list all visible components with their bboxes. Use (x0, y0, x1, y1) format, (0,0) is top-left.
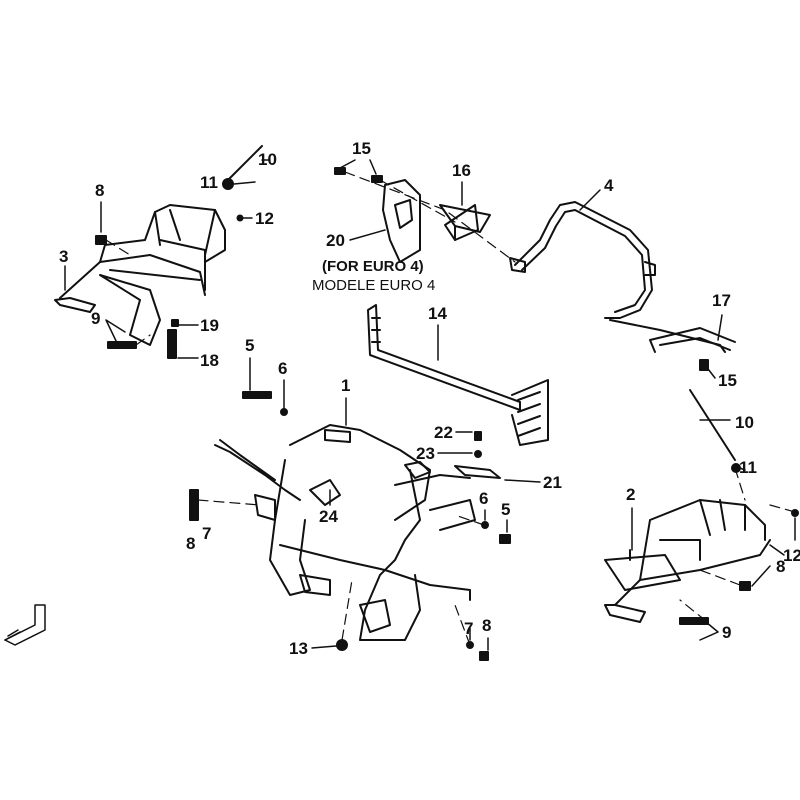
callout-13: 13 (289, 639, 308, 658)
callout-15: 15 (718, 371, 737, 390)
callout-24: 24 (319, 507, 338, 526)
callout-15: 15 (352, 139, 371, 158)
alignment-lines (105, 171, 796, 646)
front-direction-arrow-icon (4, 604, 46, 646)
leader-lines (64, 159, 796, 651)
callout-10: 10 (258, 150, 277, 169)
note-for-euro-4: (FOR EURO 4) (322, 258, 424, 275)
callout-3: 3 (59, 247, 69, 266)
part-2-rack (604, 499, 771, 623)
part-3-rack (54, 204, 226, 346)
callout-12: 12 (783, 546, 800, 565)
callout-6: 6 (278, 359, 288, 378)
callout-11: 11 (739, 458, 757, 477)
callout-9: 9 (722, 623, 732, 642)
part-10-rod-top (227, 145, 263, 181)
callout-14: 14 (428, 304, 447, 323)
callout-8: 8 (482, 616, 492, 635)
part-4-rail (444, 201, 726, 353)
note-modele-euro-4: MODELE EURO 4 (312, 277, 436, 294)
callout-17: 17 (712, 291, 731, 310)
callout-5: 5 (245, 336, 255, 355)
part-1-frame (214, 424, 476, 641)
callout-9: 9 (91, 309, 101, 328)
callout-10: 10 (735, 413, 754, 432)
callout-12: 12 (255, 209, 274, 228)
callout-7: 7 (464, 619, 474, 638)
part-17-bracket (649, 327, 736, 353)
callout-16: 16 (452, 161, 471, 180)
callout-21: 21 (543, 473, 562, 492)
callout-23: 23 (416, 444, 435, 463)
callout-5: 5 (501, 500, 511, 519)
callout-1: 1 (341, 376, 351, 395)
part-14-bracket (367, 304, 549, 446)
callout-22: 22 (434, 423, 453, 442)
callout-19: 19 (200, 316, 219, 335)
part-21-plate (454, 465, 501, 479)
callout-2: 2 (626, 485, 636, 504)
callout-18: 18 (200, 351, 219, 370)
callout-8: 8 (95, 181, 105, 200)
callout-6: 6 (479, 489, 489, 508)
callout-4: 4 (604, 176, 614, 195)
callout-7: 7 (202, 524, 212, 543)
callout-20: 20 (326, 231, 345, 250)
part-10-rod-right (689, 389, 736, 461)
part-20-plate (382, 179, 421, 263)
callout-8: 8 (776, 557, 786, 576)
callout-11: 11 (200, 173, 218, 192)
callout-8: 8 (186, 534, 196, 553)
